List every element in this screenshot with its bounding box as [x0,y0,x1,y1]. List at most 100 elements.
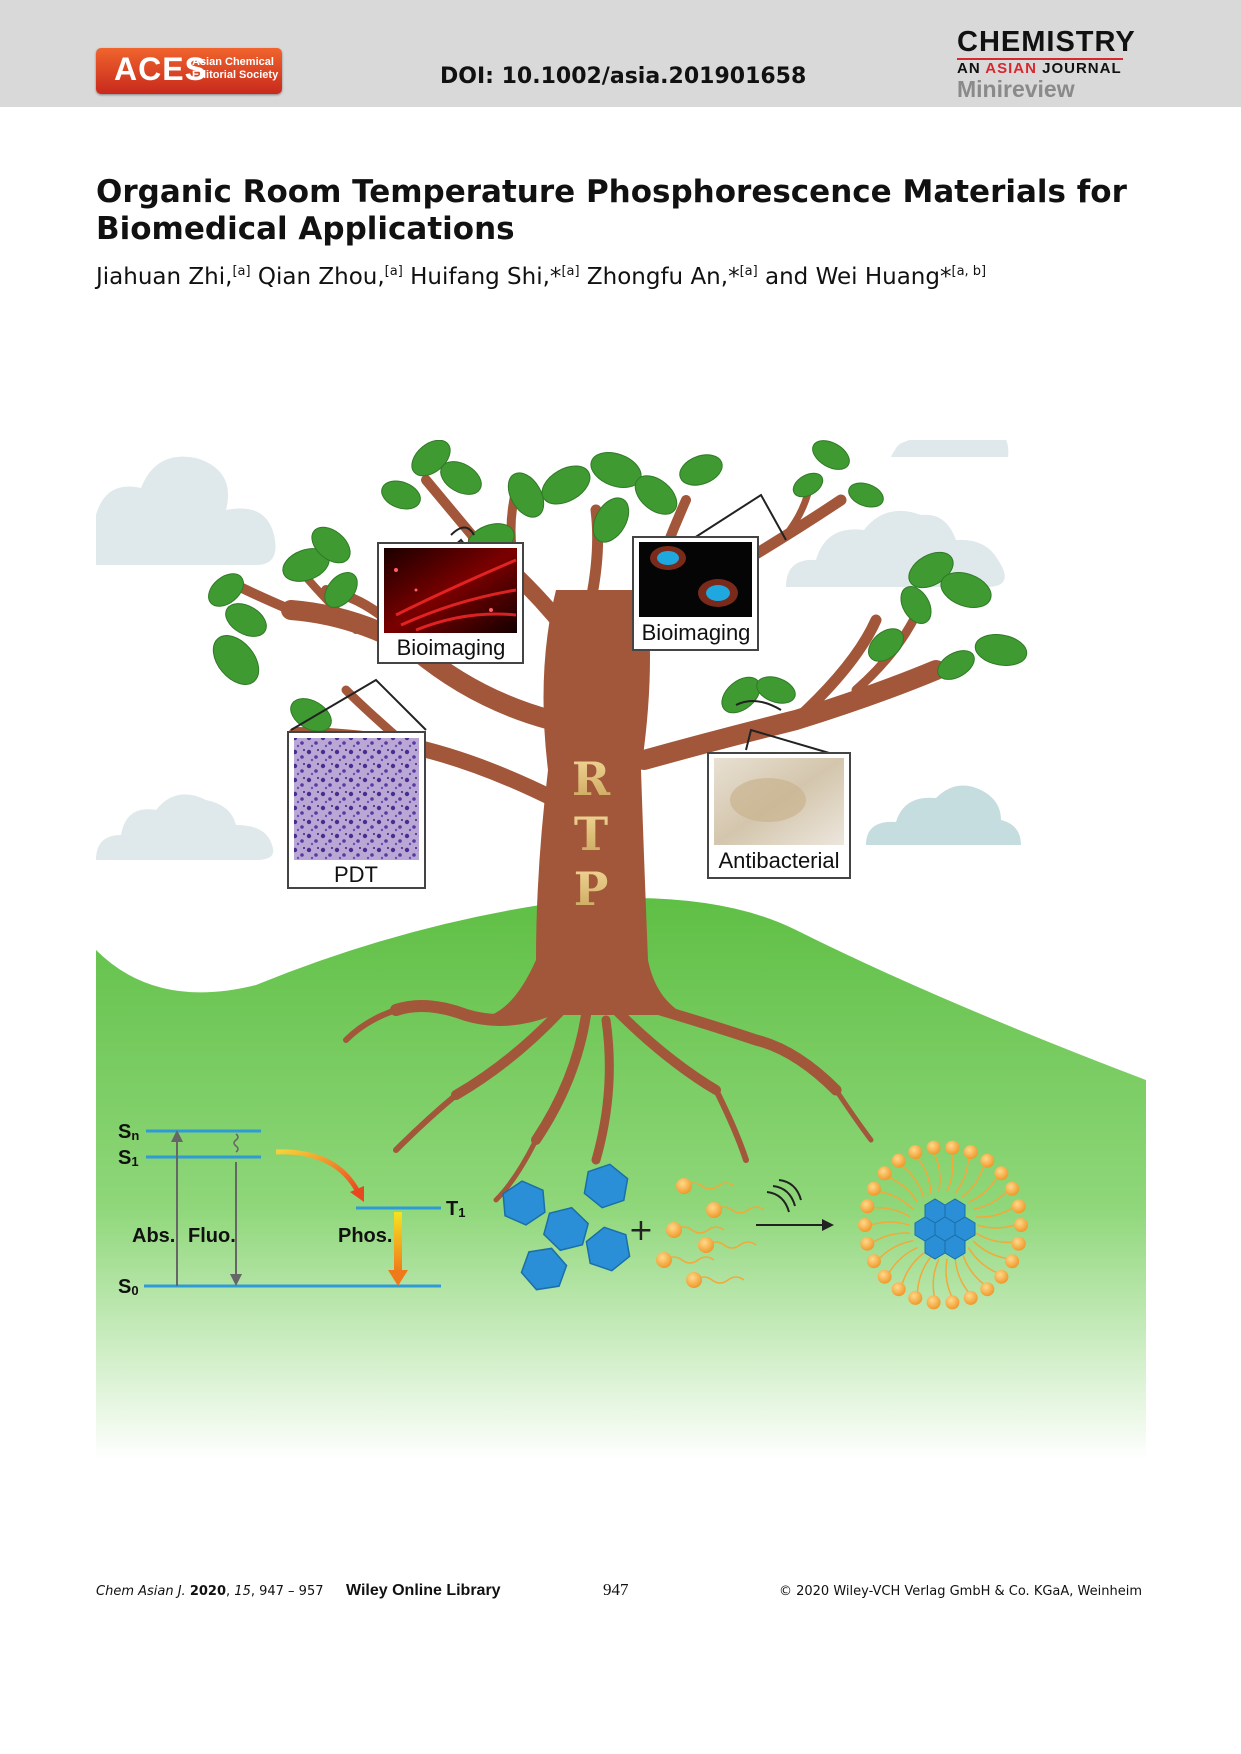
doi-link[interactable]: DOI: 10.1002/asia.201901658 [440,64,807,89]
micelle-tail [901,1252,925,1285]
micelle-head [860,1199,875,1214]
micelle-tail [872,1232,911,1243]
author-name: Huifang Shi,* [410,264,562,290]
micelle-head [945,1140,960,1155]
micelle-tail [878,1240,914,1260]
journal-sub-prefix: AN [957,60,986,77]
nanoparticle-core [914,1198,976,1260]
label-phos: Phos. [338,1225,392,1247]
author-list: Jiahuan Zhi,[a] Qian Zhou,[a] Huifang Sh… [96,264,986,290]
author-name: Zhongfu An,* [586,264,740,290]
micelle-head [1011,1199,1026,1214]
micelle-tail [961,1165,985,1198]
micelle-tail [932,1258,940,1297]
micelle-head [860,1236,875,1251]
frame-bioimaging-left: Bioimaging [377,542,524,664]
micelle-tail [967,1247,998,1274]
label-s0: S0 [118,1276,139,1298]
micelle-head [1005,1181,1020,1196]
micelle-head [994,1166,1009,1181]
micelle-tail [870,1221,910,1226]
author-name: Jiahuan Zhi, [96,264,233,290]
author-affiliation: [a] [739,264,758,279]
journal-subtitle: AN ASIAN JOURNAL [957,60,1122,77]
aces-logo: ACES Asian Chemical Editorial Society [96,48,282,94]
plus-sign: + [628,1213,653,1248]
micelle-tail [879,1190,914,1210]
micelle-tail [945,1258,953,1297]
frame-bioimaging-right: Bioimaging [632,536,759,651]
frame-label-antibacterial: Antibacterial [718,848,839,873]
micelle-tail [933,1153,941,1192]
cloud-right-bottom [866,785,1021,845]
trunk-letter-r: R [572,752,611,806]
micelle-head [891,1153,906,1168]
micelle-head [858,1218,872,1232]
author-name: Qian Zhou, [257,264,385,290]
author-affiliation: [a, b] [951,264,987,279]
micelle-tail [968,1176,998,1204]
micelle-head [945,1295,960,1310]
micelle-head [926,1295,941,1310]
micelle-tail [975,1232,1013,1244]
micelle-head [877,1166,892,1181]
cloud-right-top-2 [893,440,1009,457]
article-section: Minireview [957,76,1075,102]
ultrasound-icon [766,1179,802,1213]
frame-label-bioimaging-right: Bioimaging [642,620,751,645]
aces-line2: Editorial Society [192,69,279,81]
footer-wiley-library[interactable]: Wiley Online Library [346,1582,501,1599]
aces-line1: Asian Chemical [192,56,274,68]
cloud-left-bottom [96,794,274,860]
cloud-left-top [96,456,276,565]
tree-trunk [491,590,686,1015]
frame-label-bioimaging-left: Bioimaging [397,635,506,660]
label-s1: S1 [118,1147,139,1169]
aces-logo-text: ACES [114,51,207,87]
micelle-head [963,1145,978,1160]
micelle-tail [946,1153,954,1192]
citation-volume: 15 [234,1584,251,1599]
author-name: and Wei Huang* [765,264,952,290]
phos-arrow [394,1212,402,1272]
label-sn: Sn [118,1121,139,1143]
micelle-tail [961,1252,985,1285]
trunk-letter-p: P [574,862,609,916]
footer-page-number: 947 [603,1580,629,1599]
micelle-head [908,1290,923,1305]
micelle-tail [901,1165,925,1198]
micelle-tail [888,1176,919,1203]
graphical-abstract: R T P [96,440,1146,1460]
frame-pdt: PDT [287,731,426,889]
citation-pages: 947 – 957 [259,1584,324,1599]
journal-sub-suffix: JOURNAL [1036,60,1122,77]
energy-level-diagram: Sn S1 T1 S0 Abs. Fluo. Phos. [118,1121,465,1298]
micelle-head [980,1282,995,1297]
aces-logo-subtext: Asian Chemical Editorial Society [192,56,282,82]
micelle-tail [916,1256,932,1293]
micelle-tail [916,1157,932,1194]
trunk-letter-t: T [574,807,608,861]
micelle-tail [888,1246,918,1274]
micelle-head [994,1269,1009,1284]
micelle-head [980,1153,995,1168]
label-t1: T1 [446,1198,465,1220]
micelle-tail [954,1157,970,1194]
frame-label-pdt: PDT [334,862,378,887]
journal-title: CHEMISTRY [957,26,1136,58]
citation-journal: Chem Asian J. [96,1584,186,1599]
micelle-tail [954,1256,970,1293]
micelle-head [908,1145,923,1160]
micelle-head [1005,1254,1020,1269]
micelle-tail [972,1240,1007,1260]
micelle-head [963,1290,978,1305]
micelle-tail [972,1190,1008,1210]
micelle-head [877,1269,892,1284]
article-title: Organic Room Temperature Phosphorescence… [96,174,1127,247]
label-fluo: Fluo. [188,1225,236,1247]
micelle-tail [873,1206,911,1218]
journal-rule [957,58,1123,60]
rtp-nanoparticle [858,1140,1028,1310]
journal-sub-accent: ASIAN [985,60,1037,77]
author-affiliation: [a] [384,264,403,279]
